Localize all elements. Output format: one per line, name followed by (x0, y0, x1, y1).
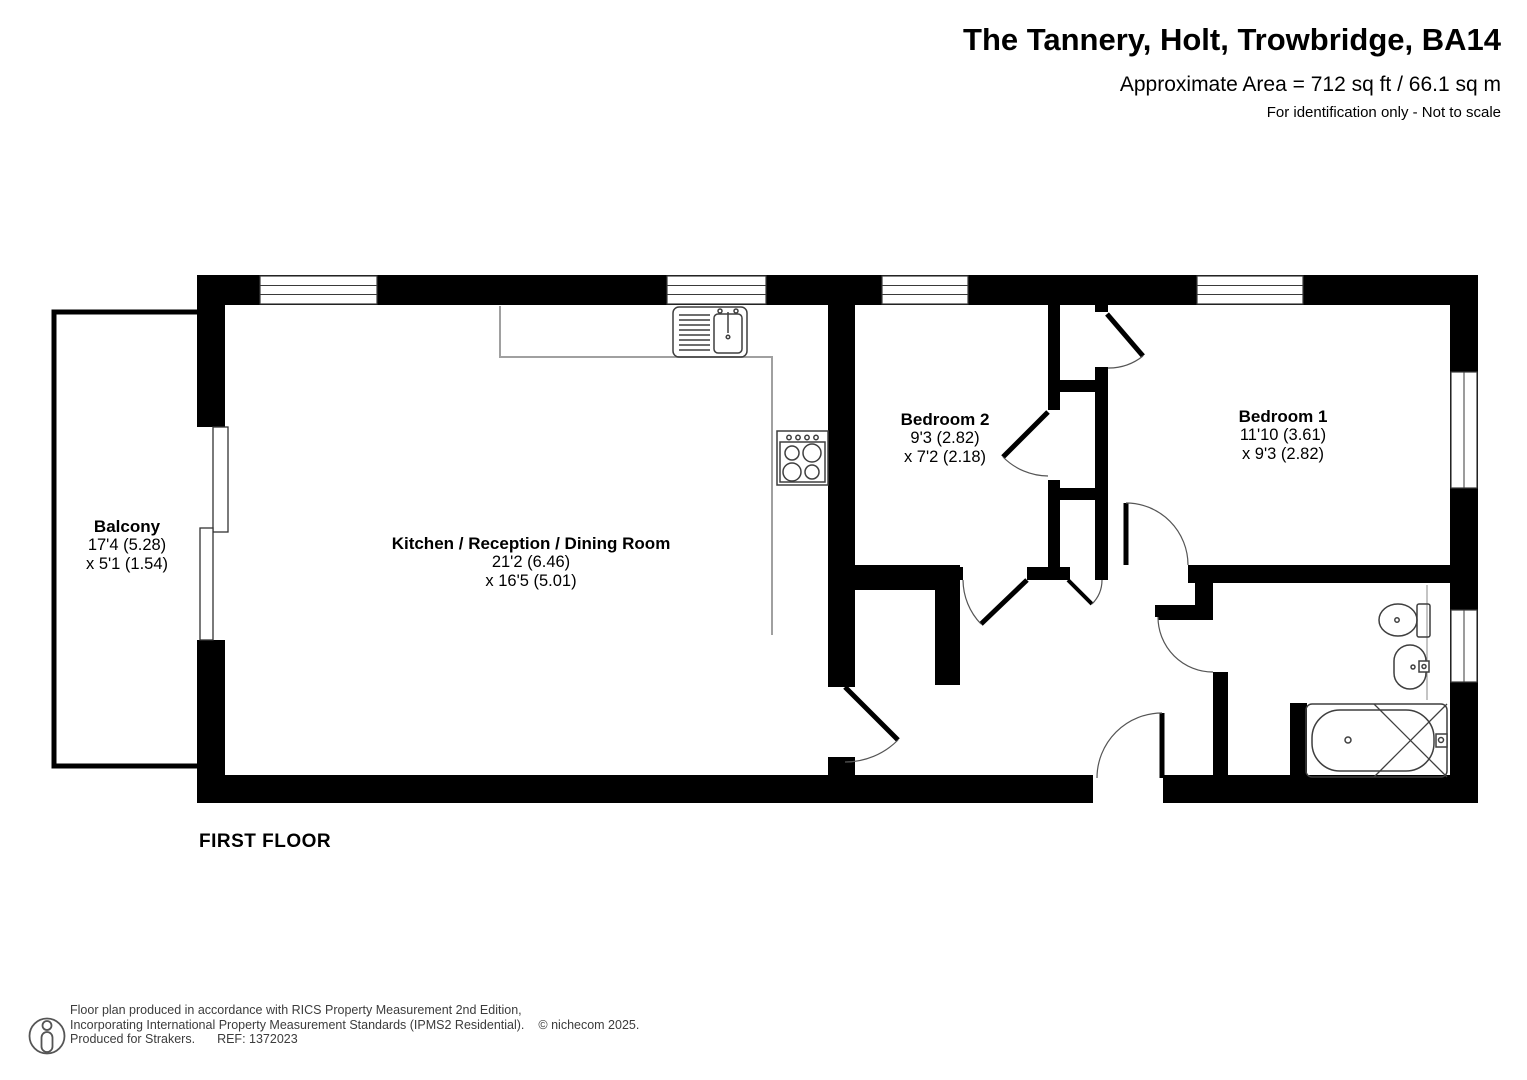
reference-number: REF: 1372023 (217, 1032, 298, 1046)
kitchen-sink (672, 306, 748, 358)
door-bathroom (1157, 616, 1214, 673)
toilet (1378, 585, 1431, 700)
window-kitchen-2 (666, 275, 767, 305)
window-bathroom (1450, 609, 1478, 683)
window-kitchen-1 (259, 275, 378, 305)
produced-for-text: Produced for Strakers. (70, 1032, 196, 1046)
window-bedroom2 (881, 275, 969, 305)
person-icon (28, 1017, 66, 1055)
window-bedroom1 (1196, 275, 1304, 305)
scale-disclaimer: For identification only - Not to scale (1266, 104, 1501, 121)
balcony-sliding-door (196, 426, 229, 641)
footer-ipms-text: Incorporating International Property Mea… (70, 1017, 525, 1032)
door-bedroom1-wardrobe (1105, 312, 1145, 369)
door-kitchen (843, 685, 900, 763)
basin (1393, 644, 1430, 690)
doors (843, 312, 1214, 779)
door-entrance (1096, 712, 1165, 779)
door-bedroom1-entry (1123, 502, 1189, 566)
footer-line3: Produced for Strakers. REF: 1372023 (70, 1032, 639, 1047)
windows-right (1450, 371, 1478, 683)
approximate-area: Approximate Area = 712 sq ft / 66.1 sq m (1119, 73, 1501, 96)
footer-line2: Incorporating International Property Mea… (70, 1018, 639, 1033)
floor-name: FIRST FLOOR (199, 831, 332, 852)
interior-walls (828, 305, 1450, 775)
stove-hob (776, 430, 829, 486)
footer-attribution: Floor plan produced in accordance with R… (70, 1003, 639, 1047)
door-bedroom2-wardrobe (1001, 410, 1050, 477)
copyright-text: © nichecom 2025. (538, 1017, 640, 1032)
bathtub (1305, 703, 1448, 778)
kitchen-counter (499, 306, 773, 635)
window-bedroom1-side (1450, 371, 1478, 489)
door-bedroom2-entry (962, 578, 1029, 626)
door-hall-cupboard (1066, 578, 1103, 606)
page-title: The Tannery, Holt, Trowbridge, BA14 (963, 22, 1501, 57)
balcony-outline (51, 309, 197, 769)
windows-top (259, 275, 1304, 305)
footer-line1: Floor plan produced in accordance with R… (70, 1003, 522, 1017)
